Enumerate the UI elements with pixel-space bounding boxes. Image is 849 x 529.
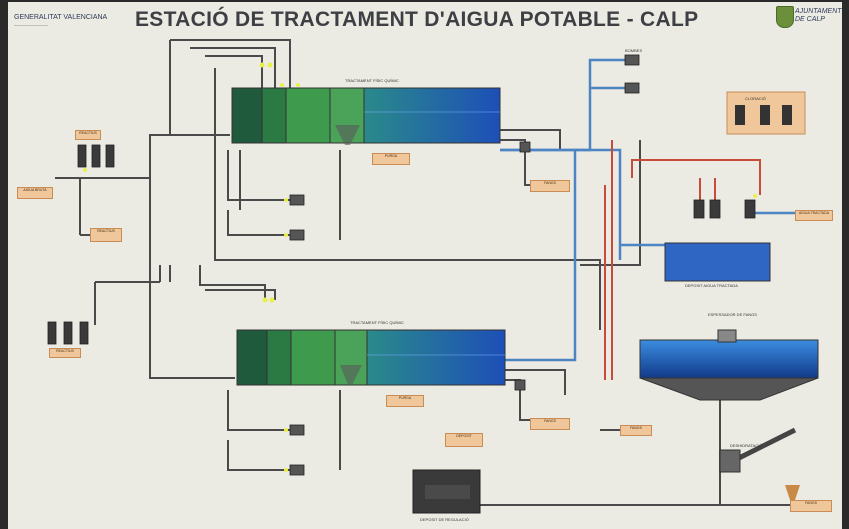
regulation-tank — [413, 470, 480, 513]
tag-reactius-3-text: REACTIUS — [56, 349, 74, 353]
dewatering-screw — [720, 430, 800, 500]
label-cloracio: CLORACIÓ — [745, 96, 766, 101]
tag-fangs-2-text: FANGS — [544, 419, 556, 423]
tag-entrada: AIGUA BRUTA — [17, 187, 53, 199]
tag-to-fangs: FANGS — [620, 425, 652, 436]
tag-deposit-text: DEPOSIT — [456, 434, 471, 438]
tag-purga-2-text: PURGA — [399, 396, 411, 400]
label-bombes: BOMBES — [625, 48, 642, 53]
treatment-line-2 — [237, 330, 505, 385]
tag-fangs-out-text: FANGS — [805, 501, 817, 505]
tag-entrada-text: AIGUA BRUTA — [23, 188, 46, 192]
tag-purga-2: PURGA — [386, 395, 424, 407]
treatment-line-1 — [232, 88, 500, 145]
label-line2: TRACTAMENT FÍSIC QUÍMIC — [350, 320, 404, 325]
tag-aigua-tractada-text: AIGUA TRACTADA — [799, 211, 829, 215]
treated-water-deposit — [665, 243, 770, 281]
tag-deposit: DEPOSIT — [445, 433, 483, 447]
tag-reactius-1: REACTIUS — [75, 130, 101, 140]
legend-box — [727, 92, 805, 134]
tag-reactius-1-text: REACTIUS — [79, 131, 97, 135]
tag-reactius-2: REACTIUS — [90, 228, 122, 242]
tag-fangs-1-text: FANGS — [544, 181, 556, 185]
tag-to-fangs-text: FANGS — [630, 426, 642, 430]
tag-aigua-tractada: AIGUA TRACTADA — [795, 210, 833, 221]
tag-fangs-out: FANGS — [790, 500, 832, 512]
label-deposit: DEPOSIT AIGUA TRACTADA — [685, 283, 738, 288]
tag-purga-1: PURGA — [372, 153, 410, 165]
tag-reactius-2-text: REACTIUS — [97, 229, 115, 233]
label-espesador: ESPESSADOR DE FANGS — [708, 312, 757, 317]
label-bombeig: DEPOSIT DE REGULACIÓ — [420, 517, 469, 522]
tag-fangs-1: FANGS — [530, 180, 570, 192]
sludge-thickener — [640, 330, 818, 400]
tag-fangs-2: FANGS — [530, 418, 570, 430]
label-deshidratacio: DESHIDRATACIÓ — [730, 443, 762, 448]
tag-reactius-3: REACTIUS — [49, 348, 81, 358]
label-line1: TRACTAMENT FÍSIC QUÍMIC — [345, 78, 399, 83]
tag-purga-1-text: PURGA — [385, 154, 397, 158]
